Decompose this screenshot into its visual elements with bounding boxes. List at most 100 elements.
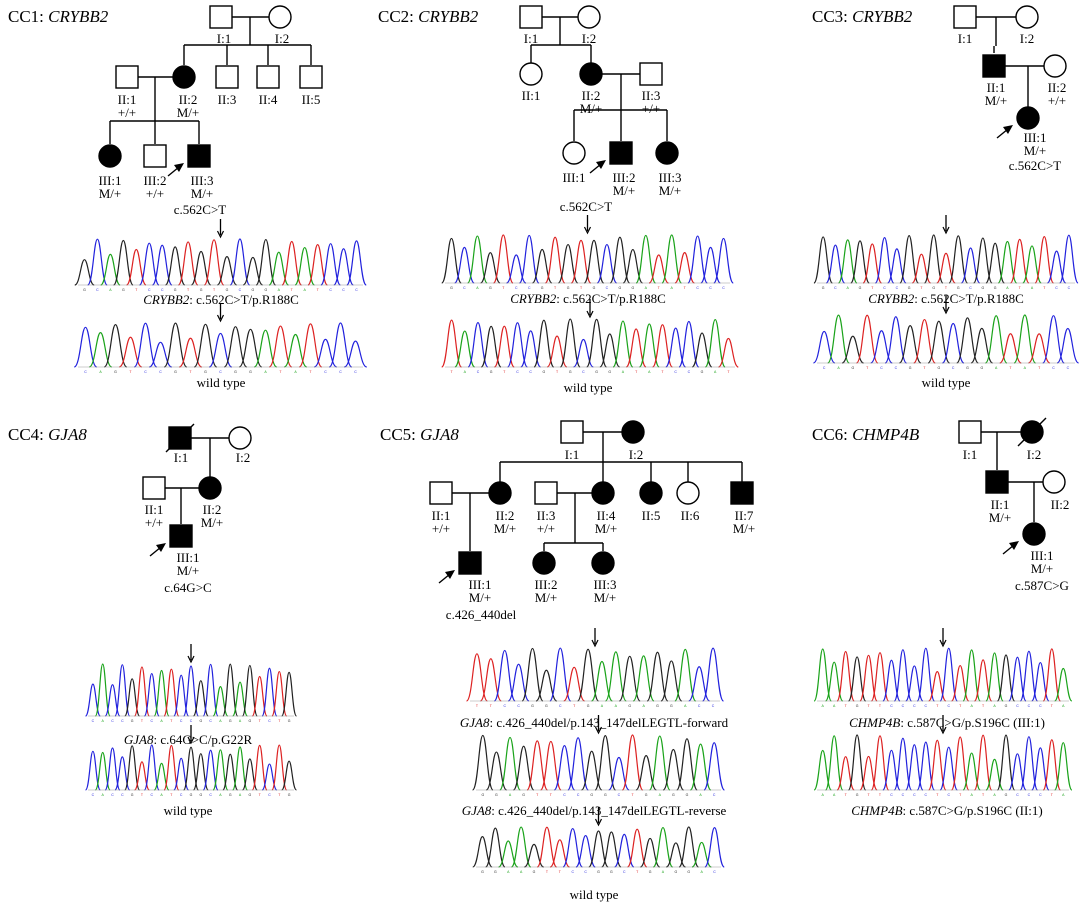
panel-title: CC1: CRYBB2 (8, 7, 109, 26)
base-call: A (993, 704, 996, 708)
trace-peak (951, 736, 970, 791)
trace-peak (1028, 333, 1051, 364)
trace-peak (601, 831, 622, 868)
trace-peak (713, 237, 734, 284)
base-call: G (604, 793, 607, 797)
base-call: A (993, 793, 996, 797)
trace-peak (1031, 661, 1050, 702)
base-call: C (712, 704, 715, 708)
base-call: G (229, 793, 232, 797)
trace-peak (1022, 245, 1042, 284)
base-call: A (970, 704, 973, 708)
trace-peak (562, 827, 583, 868)
base-call: A (700, 870, 703, 874)
chromatogram-caption: GJA8: c.426_440del/p.143_147delLEGTL-rev… (462, 803, 727, 818)
base-call: G (174, 288, 177, 292)
trace-peak (648, 735, 671, 791)
trace-peak (588, 830, 609, 868)
male-symbol (143, 144, 167, 168)
trace-peak (640, 837, 661, 868)
trace-peak (567, 737, 589, 791)
trace-peak (665, 327, 687, 368)
trace-peak (646, 651, 669, 702)
trace-peak (553, 745, 576, 791)
trace-peak (454, 246, 475, 284)
base-call: G (649, 870, 652, 874)
trace-peak (183, 665, 199, 717)
base-call: G (494, 870, 497, 874)
trace-peak (618, 655, 641, 702)
trace-peak (298, 323, 323, 368)
trace-peak (94, 751, 111, 791)
trace-peak (1046, 250, 1067, 284)
trace-peak (520, 330, 542, 368)
trace-peak (688, 666, 711, 702)
trace-peak (939, 746, 958, 791)
trace-peak (521, 647, 544, 702)
base-call: G (569, 370, 572, 374)
base-call: T (866, 366, 869, 370)
pedigree-label: II:3 (218, 92, 237, 107)
base-call: G (567, 286, 570, 290)
male-symbol (982, 54, 1006, 78)
mutation-arrow (942, 215, 950, 235)
trace-peak (1009, 238, 1030, 284)
female-symbol (172, 65, 196, 89)
pedigree-label: c.562C>T (1009, 158, 1062, 173)
trace-peak (104, 747, 121, 791)
trace-peak (825, 661, 844, 702)
base-call: A (645, 286, 648, 290)
trace-peak (163, 744, 180, 791)
base-call: T (658, 286, 661, 290)
base-call: T (503, 370, 506, 374)
base-call: G (590, 793, 593, 797)
base-call: C (925, 704, 928, 708)
female-symbol (591, 481, 615, 505)
base-call: C (952, 366, 955, 370)
base-call: A (1062, 704, 1065, 708)
base-call: T (727, 370, 730, 374)
trace-peak (1056, 327, 1080, 364)
base-call: C (698, 704, 701, 708)
base-call: G (628, 704, 631, 708)
chromatogram-caption: wild type (197, 375, 246, 390)
trace-peak (870, 652, 890, 702)
base-call: T (1051, 704, 1054, 708)
trace-peak (251, 744, 268, 791)
female-symbol (676, 481, 700, 505)
trace-peak (480, 325, 502, 368)
base-call: G (610, 870, 613, 874)
base-call: G (229, 719, 232, 723)
pedigree-label: III:1 (176, 550, 199, 565)
base-call: A (1006, 286, 1009, 290)
pedigree-label: +/+ (1048, 93, 1066, 108)
trace-peak (173, 757, 190, 791)
trace-peak (689, 743, 712, 791)
trace-peak (577, 648, 600, 702)
trace-peak (973, 237, 993, 284)
base-call: C (529, 370, 532, 374)
base-call: T (945, 286, 948, 290)
trace-peak (827, 314, 850, 364)
trace-peak (1042, 648, 1061, 702)
pedigree-label: II:1 (987, 80, 1006, 95)
base-call: G (199, 719, 202, 723)
trace-peak (190, 250, 212, 286)
base-call: C (947, 793, 950, 797)
trace-peak (704, 827, 725, 868)
base-call: G (481, 870, 484, 874)
pedigree-label: III:2 (143, 173, 166, 188)
trace-peak (518, 234, 540, 284)
trace-peak (882, 659, 901, 702)
base-call: A (520, 870, 523, 874)
trace-peak (510, 826, 532, 868)
base-call: T (187, 288, 190, 292)
pedigree-label: M/+ (733, 521, 756, 536)
trace-peak (687, 235, 708, 284)
trace-peak (652, 826, 674, 868)
base-call: T (550, 793, 553, 797)
base-call: C (144, 370, 147, 374)
